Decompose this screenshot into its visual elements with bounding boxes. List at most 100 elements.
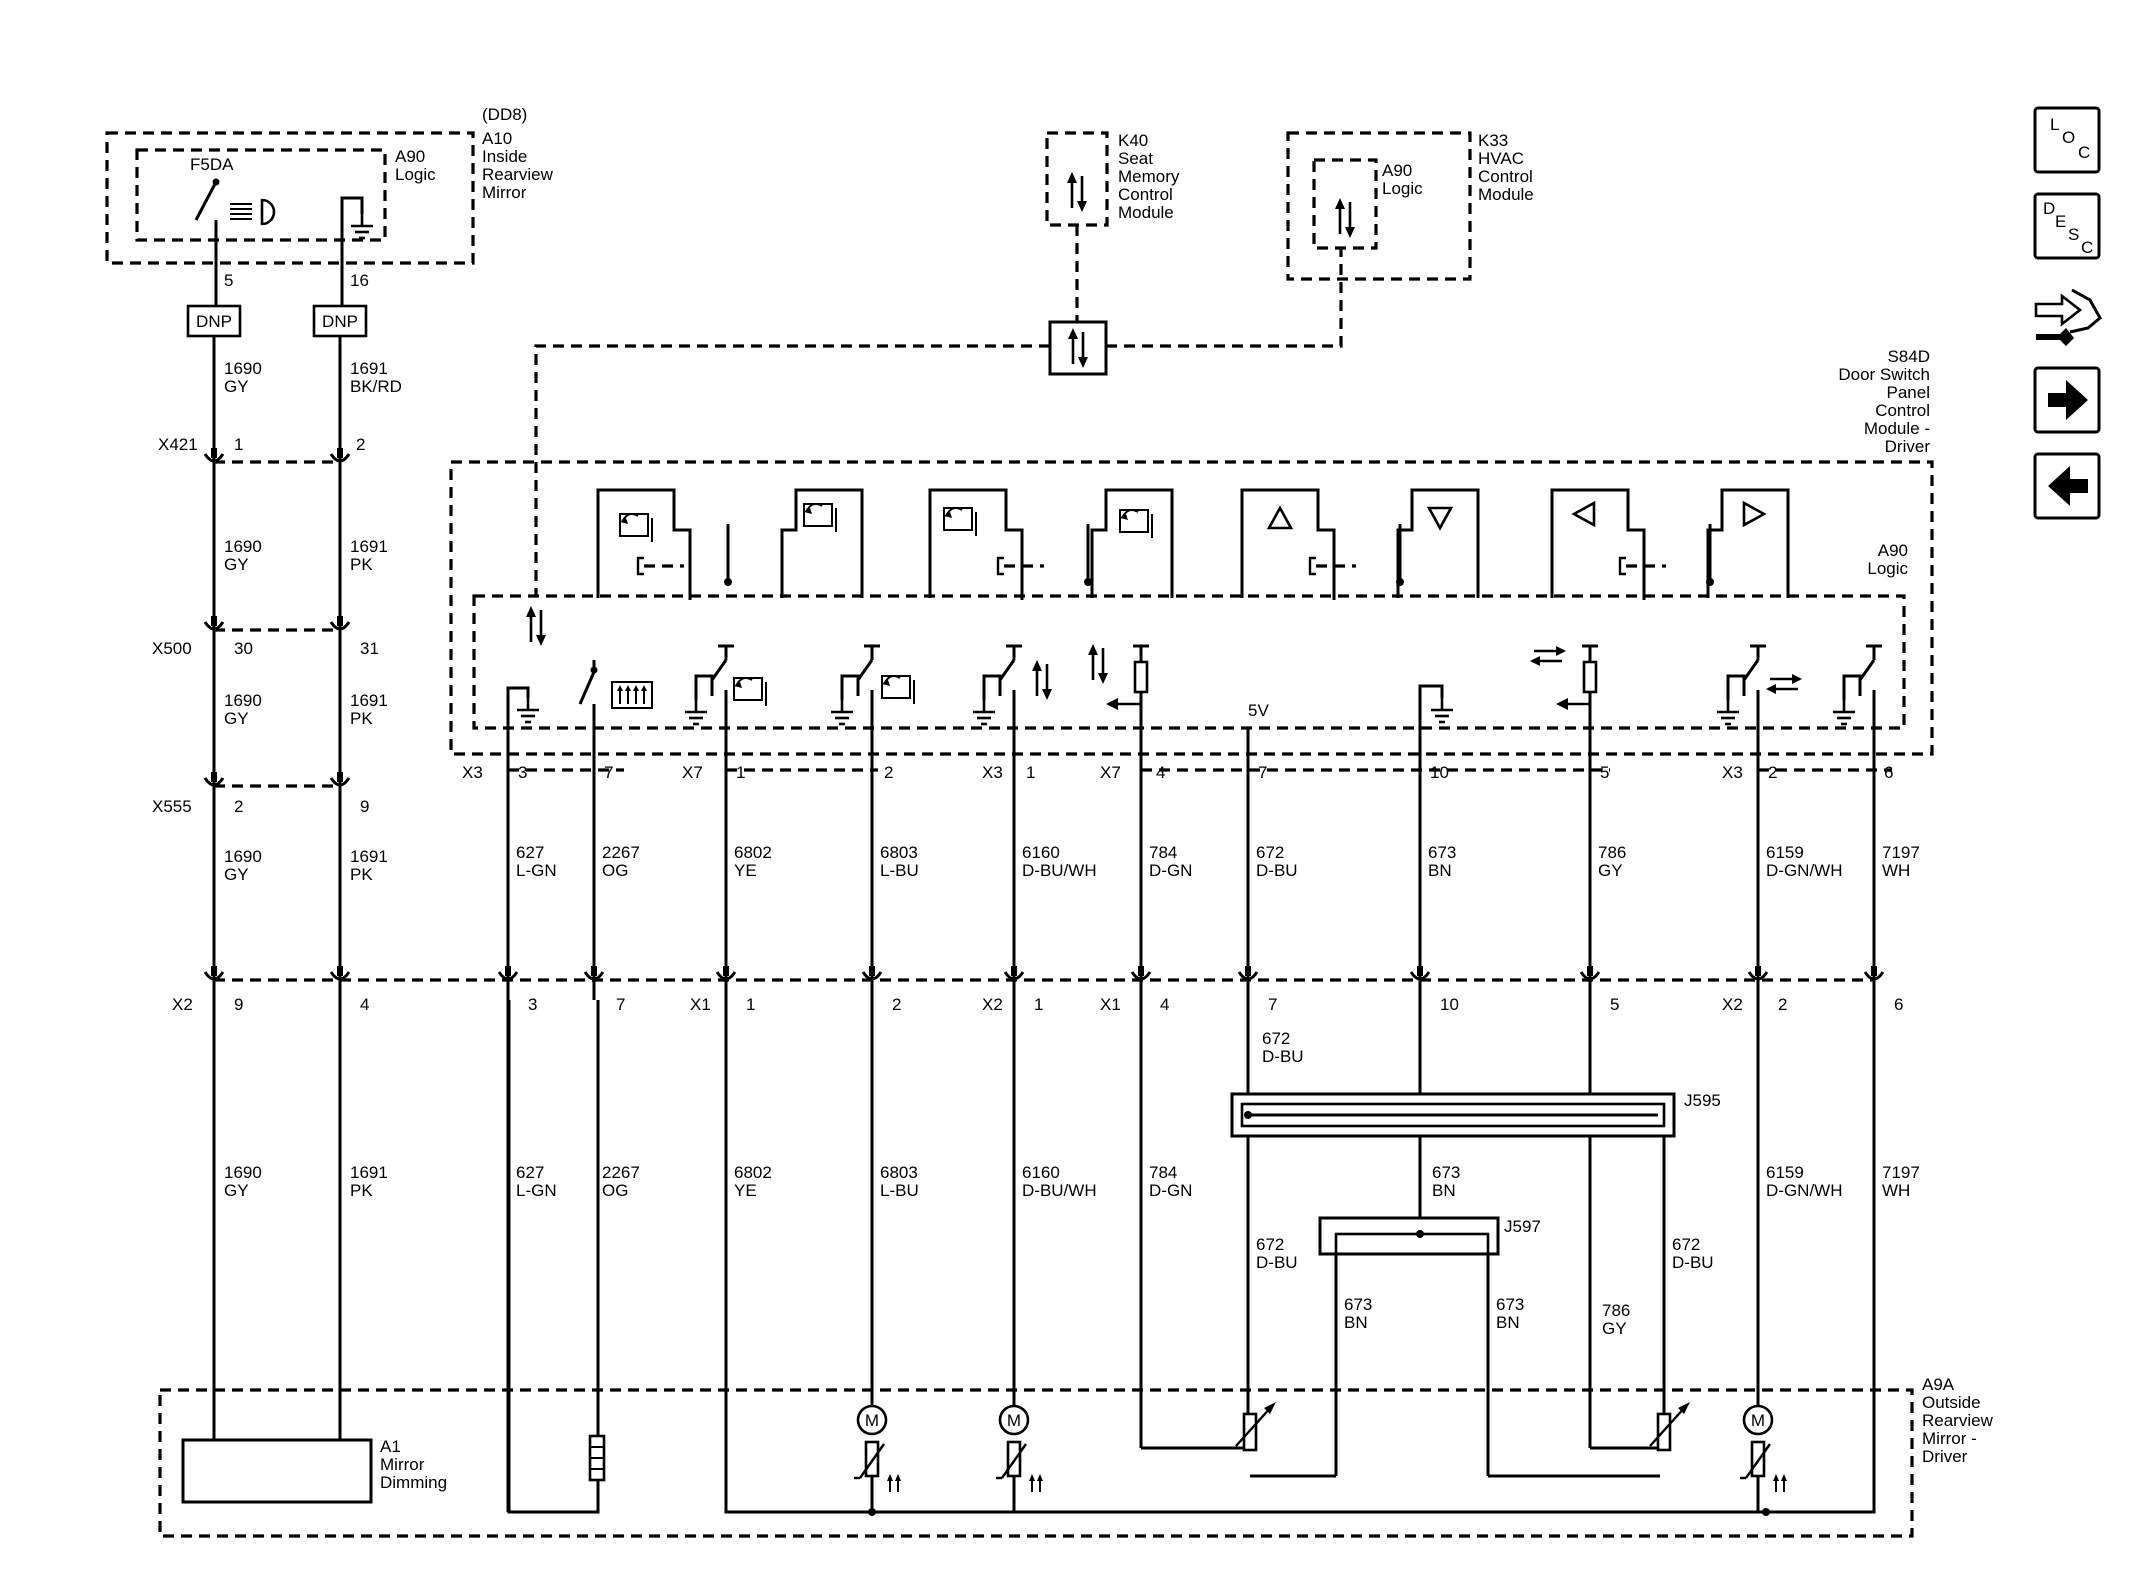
a10-ref: A10: [482, 129, 512, 148]
location-button[interactable]: L O C: [2033, 106, 2101, 174]
repair-info-button[interactable]: [2034, 288, 2102, 346]
lamp-icon: [230, 198, 276, 226]
mirror-button: [1396, 488, 1480, 598]
connector-label: X3: [462, 763, 483, 782]
dnp-box-left: DNP: [186, 304, 242, 338]
wire-label: 784: [1149, 1163, 1177, 1182]
loc-letter: O: [2062, 128, 2075, 147]
loc-letter: C: [2078, 143, 2090, 162]
k33-sub-label: Logic: [1382, 179, 1423, 198]
a10-label-line: Mirror: [482, 183, 527, 202]
a10-label-line: Inside: [482, 147, 527, 166]
pin-label: 6: [1884, 763, 1893, 782]
wire-label: PK: [350, 1181, 373, 1200]
mirror-button: [596, 488, 692, 600]
wire-label: 1690: [224, 847, 262, 866]
pin-label: 7: [604, 763, 613, 782]
wire-label: 2267: [602, 1163, 640, 1182]
connector-label: X2: [1722, 995, 1743, 1014]
wire-label: 1690: [224, 1163, 262, 1182]
connector-label: X7: [1100, 763, 1121, 782]
terminal-pin: [211, 616, 217, 626]
pin-label: 30: [234, 639, 253, 658]
fuse-label: F5DA: [190, 155, 234, 174]
s84d-label-line: Module -: [1864, 419, 1930, 438]
wire-label: GY: [1598, 861, 1623, 880]
pin-label: 4: [360, 995, 369, 1014]
mirror-icon: [1119, 509, 1153, 539]
mirror-button: [928, 488, 1024, 600]
wire-label: L-BU: [880, 861, 919, 880]
mirror-button: [1090, 488, 1174, 598]
wire-label: 6159: [1766, 843, 1804, 862]
pin-label: 4: [1160, 995, 1169, 1014]
next-page-button[interactable]: [2033, 366, 2101, 434]
wire-label: D-BU: [1672, 1253, 1714, 1272]
terminal-pin: [337, 772, 343, 782]
k40-label-line: Memory: [1118, 167, 1180, 186]
position-sensor-icon: [1648, 1400, 1692, 1452]
arrow-down-icon: [1426, 506, 1454, 531]
wire-label: 1690: [224, 691, 262, 710]
wire-label: 1691: [350, 1163, 388, 1182]
connector-label: X500: [152, 639, 192, 658]
a9a-outside-rearview-mirror: A9A Outside Rearview Mirror - Driver A1 …: [158, 1000, 1994, 1538]
serial-data-splice: [1048, 320, 1108, 376]
fold-switch: [683, 644, 734, 728]
a1-label-line: Dimming: [380, 1473, 447, 1492]
arrow-up-icon: [1266, 505, 1294, 530]
wire-label: 784: [1149, 843, 1177, 862]
k33-label-line: Control: [1478, 167, 1533, 186]
description-button[interactable]: D E S C: [2033, 192, 2101, 260]
wire-label: 673: [1432, 1163, 1460, 1182]
wire-label: 1690: [224, 359, 262, 378]
splice-j597: J597: [1318, 1216, 1541, 1256]
wire-label: 7197: [1882, 1163, 1920, 1182]
previous-page-button[interactable]: [2033, 452, 2101, 520]
loc-letter: L: [2050, 115, 2059, 134]
a9a-label-line: Rearview: [1922, 1411, 1994, 1430]
k40-ref: K40: [1118, 131, 1148, 150]
wire-label: 6803: [880, 843, 918, 862]
terminal-pin: [337, 966, 343, 976]
terminal-pin: [337, 448, 343, 458]
wire-label: YE: [734, 1181, 757, 1200]
wire-label: 786: [1598, 843, 1626, 862]
wire-label: L-BU: [880, 1181, 919, 1200]
wire-label: 2267: [602, 843, 640, 862]
s84d-label-line: Control: [1875, 401, 1930, 420]
wire-label: GY: [224, 709, 249, 728]
mechanical-link: [1618, 524, 1714, 586]
wire-label: YE: [734, 861, 757, 880]
wire-label: 673: [1344, 1295, 1372, 1314]
desc-letter: C: [2081, 238, 2093, 257]
pin-label: 1: [1026, 763, 1035, 782]
pin-label: 2: [1768, 763, 1777, 782]
terminal-pin: [337, 616, 343, 626]
a9a-label-line: Outside: [1922, 1393, 1981, 1412]
heater-element-icon: [588, 1434, 606, 1482]
wire-label: PK: [350, 555, 373, 574]
defrost-icon: [611, 681, 653, 709]
wire-label: 1691: [350, 359, 388, 378]
wire-label: GY: [224, 377, 249, 396]
wire-label: D-BU: [1256, 1253, 1298, 1272]
dnp-label: DNP: [196, 312, 232, 331]
pin-label: 4: [1156, 763, 1165, 782]
mirror-control-buttons: [596, 488, 1882, 728]
pin-label: 2: [884, 763, 893, 782]
s84d-door-switch-panel: S84D Door Switch Panel Control Module - …: [449, 347, 1934, 756]
wire-label: BN: [1432, 1181, 1456, 1200]
mirror-icon: [733, 677, 767, 707]
connector-label: X421: [158, 435, 198, 454]
wire-label: D-BU: [1256, 861, 1298, 880]
a9a-label-line: Mirror -: [1922, 1429, 1977, 1448]
wire-label: D-BU/WH: [1022, 861, 1097, 880]
wire-label: L-GN: [516, 861, 557, 880]
a10-pin: 5: [224, 271, 233, 290]
serial-data-bus: [534, 248, 1343, 596]
terminal-pin: [211, 448, 217, 458]
a10-inside-rearview-mirror: (DD8) A10 Inside Rearview Mirror A90 Log…: [105, 105, 554, 300]
repair-icon: [2034, 288, 2102, 346]
